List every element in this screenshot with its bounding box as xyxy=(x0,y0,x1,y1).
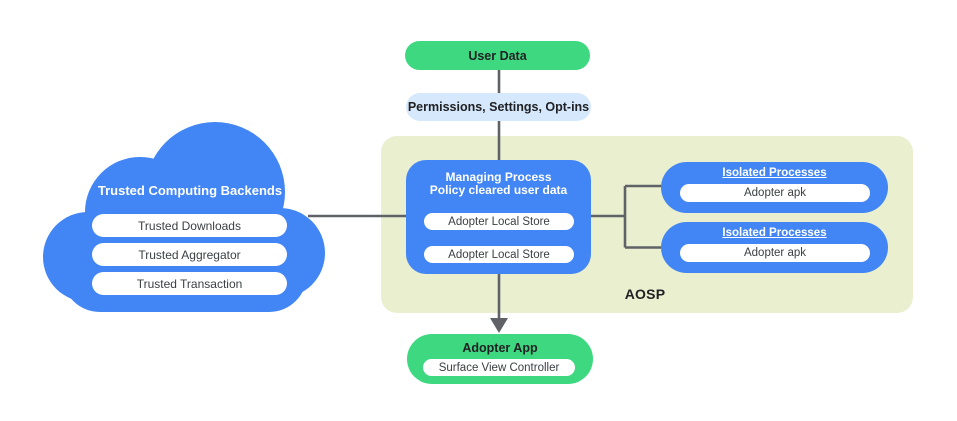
managing-process-title: Managing Process Policy cleared user dat… xyxy=(406,171,591,197)
cloud-item-trusted-downloads: Trusted Downloads xyxy=(92,214,287,237)
permissions-settings-optins-node: Permissions, Settings, Opt-ins xyxy=(406,93,591,121)
cloud-item-trusted-aggregator: Trusted Aggregator xyxy=(92,243,287,266)
adopter-local-store-1: Adopter Local Store xyxy=(424,213,574,230)
user-data-node: User Data xyxy=(405,41,590,70)
adopter-apk-1: Adopter apk xyxy=(680,184,870,202)
adopter-apk-2: Adopter apk xyxy=(680,244,870,262)
surface-view-controller: Surface View Controller xyxy=(423,359,575,376)
managing-process-title-line1: Managing Process xyxy=(445,170,552,184)
isolated-processes-title-1: Isolated Processes xyxy=(722,167,827,179)
aosp-label: AOSP xyxy=(624,286,666,302)
adopter-local-store-2: Adopter Local Store xyxy=(424,246,574,263)
adopter-app-title: Adopter App xyxy=(462,341,538,355)
arrowhead-icon xyxy=(490,318,508,333)
cloud-item-trusted-transaction: Trusted Transaction xyxy=(92,272,287,295)
isolated-processes-title-2: Isolated Processes xyxy=(722,227,827,239)
managing-process-title-line2: Policy cleared user data xyxy=(429,183,568,197)
cloud-title: Trusted Computing Backends xyxy=(97,183,283,198)
